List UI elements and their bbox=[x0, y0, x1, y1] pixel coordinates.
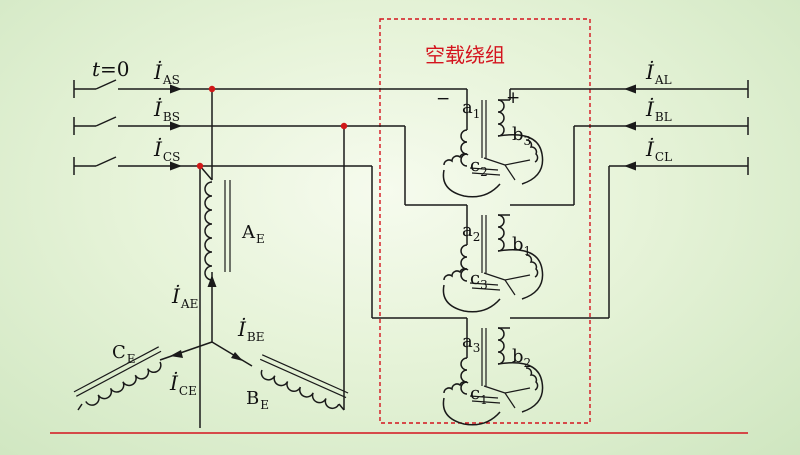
label-I-CL: İCL bbox=[645, 137, 672, 164]
box-title: 空载绕组 bbox=[425, 43, 505, 67]
tx2-label-c: c3 bbox=[470, 268, 488, 292]
polarity-plus: + bbox=[506, 88, 520, 108]
tx2-label-a: a2 bbox=[462, 220, 480, 244]
tx3-label-c: c1 bbox=[470, 383, 488, 407]
excitation-current-arrows bbox=[170, 275, 243, 361]
tx1-label-c: c2 bbox=[470, 155, 488, 179]
tx2-label-b: b1 bbox=[512, 234, 531, 258]
load-current-arrows bbox=[624, 84, 636, 171]
label-I-CE: İCE bbox=[169, 371, 197, 398]
label-I-AS: İAS bbox=[153, 60, 180, 87]
winding-CE-tail bbox=[77, 403, 83, 411]
polarity-minus: − bbox=[436, 89, 450, 109]
label-I-CS: İCS bbox=[153, 137, 180, 164]
excitation-wiring bbox=[159, 89, 345, 428]
label-I-AE: İAE bbox=[171, 284, 198, 311]
load-routing bbox=[509, 88, 748, 319]
label-B-E: BE bbox=[246, 388, 269, 412]
node-dots bbox=[196, 85, 348, 170]
tx3-label-b: b2 bbox=[512, 346, 531, 370]
source-lines bbox=[74, 79, 467, 167]
series-routing bbox=[371, 89, 468, 358]
label-I-BS: İBS bbox=[153, 97, 180, 124]
label-I-AL: İAL bbox=[645, 60, 672, 87]
winding-AE bbox=[204, 180, 231, 281]
source-current-arrows bbox=[170, 84, 182, 171]
label-I-BE: İBE bbox=[237, 317, 264, 344]
transformer-unit-3 bbox=[442, 327, 544, 426]
label-I-BL: İBL bbox=[645, 97, 672, 124]
tx1-label-a: a1 bbox=[462, 97, 480, 121]
switch-label: t=0 bbox=[92, 57, 130, 81]
transformer-unit-template bbox=[442, 99, 544, 198]
no-load-winding-box bbox=[379, 18, 591, 424]
tx3-label-a: a3 bbox=[462, 331, 480, 355]
label-C-E: CE bbox=[112, 342, 136, 366]
winding-BE-tail bbox=[338, 403, 345, 411]
tx1-label-b: b3 bbox=[512, 124, 531, 148]
label-A-E: AE bbox=[241, 222, 265, 246]
transformer-unit-2 bbox=[442, 214, 544, 313]
